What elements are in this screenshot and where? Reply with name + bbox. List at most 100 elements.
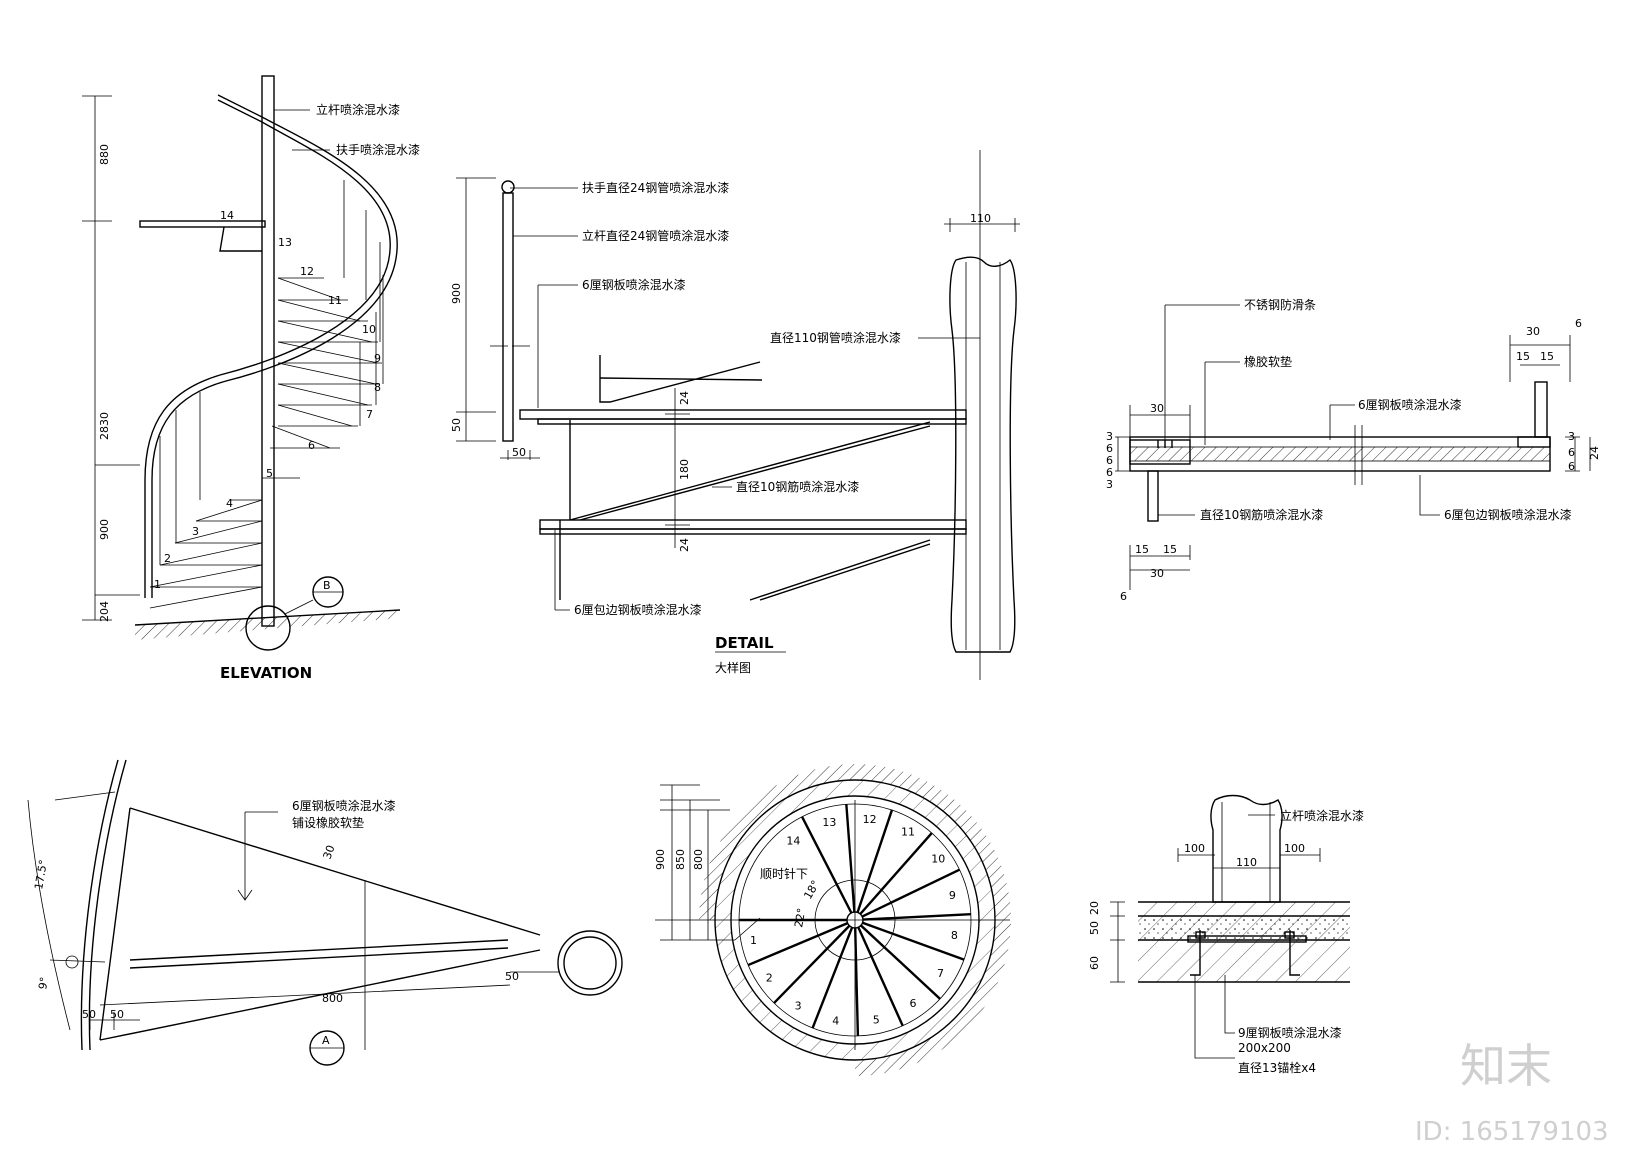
stair-plan-spoke <box>860 924 941 1000</box>
tread-dim: 6 <box>1575 317 1582 330</box>
step-number: 5 <box>266 467 273 480</box>
step-number: 2 <box>164 552 171 565</box>
stair-plan-direction-note: 顺时针下 <box>760 866 808 881</box>
tread-dim: 15 <box>1163 543 1177 556</box>
detail-title: DETAIL <box>715 634 774 652</box>
step-number: 10 <box>362 323 376 336</box>
stair-plan-step-number: 14 <box>786 834 800 847</box>
elevation-note-handrail: 扶手喷涂混水漆 <box>336 142 420 157</box>
detail-subtitle: 大样图 <box>715 660 751 675</box>
detail-dim-24-top: 24 <box>678 391 691 405</box>
step-number: 12 <box>300 265 314 278</box>
base-dim: 20 <box>1088 901 1101 915</box>
stair-plan-spoke <box>853 927 860 1036</box>
step-number: 8 <box>374 381 381 394</box>
tread-dim: 6 <box>1120 590 1127 603</box>
stair-plan-spoke <box>773 924 851 1004</box>
tread-plan-angle-17-5: 17.5° <box>32 859 50 891</box>
base-detail-labels: 立杆喷涂混水漆 9厘钢板喷涂混水漆 200x200 直径13锚栓x4 100 1… <box>1088 808 1364 1075</box>
watermark: 知末 ID: 165179103 <box>1415 1039 1609 1147</box>
elevation-note-post: 立杆喷涂混水漆 <box>316 102 400 117</box>
tread-plan-note-steel-plate: 6厘钢板喷涂混水漆 <box>292 798 396 813</box>
detail-dim-50: 50 <box>512 446 526 459</box>
tread-dim: 30 <box>1526 325 1540 338</box>
stair-plan-step-number: 7 <box>937 967 944 980</box>
section-tag-a: A <box>322 1034 330 1047</box>
base-dim: 100 <box>1284 842 1305 855</box>
stair-plan-spoke <box>845 804 856 913</box>
tread-note-steel-plate: 6厘钢板喷涂混水漆 <box>1358 397 1462 412</box>
step-number: 9 <box>374 352 381 365</box>
tread-note-anti-slip: 不锈钢防滑条 <box>1244 297 1316 312</box>
tread-dim: 30 <box>1150 567 1164 580</box>
tread-plan-dim-50: 50 <box>110 1008 124 1021</box>
tread-plan-note-rubber: 铺设橡胶软垫 <box>292 815 364 830</box>
stair-plan-angle-18: 18° <box>801 878 822 901</box>
tread-plan-dim-800: 800 <box>322 992 343 1005</box>
tread-note-rubber-pad: 橡胶软垫 <box>1244 354 1292 369</box>
base-note-post: 立杆喷涂混水漆 <box>1280 808 1364 823</box>
tread-dim: 6 <box>1106 454 1113 467</box>
tread-dim: 6 <box>1568 446 1575 459</box>
step-number: 6 <box>308 439 315 452</box>
detail-note-column: 直径110钢管喷涂混水漆 <box>770 330 901 345</box>
tread-plan-dim-50: 50 <box>82 1008 96 1021</box>
tread-dim: 24 <box>1588 446 1601 460</box>
detail-dim-900: 900 <box>450 283 463 304</box>
elevation-view <box>82 75 401 651</box>
stair-plan-step-number: 9 <box>949 889 956 902</box>
step-number: 11 <box>328 294 342 307</box>
detail-note-steel-plate: 6厘钢板喷涂混水漆 <box>582 277 686 292</box>
detail-dim-110: 110 <box>970 212 991 225</box>
detail-note-post: 立杆直径24钢管喷涂混水漆 <box>582 228 729 243</box>
elevation-title: ELEVATION <box>220 664 312 682</box>
tread-plan-view <box>27 759 623 1066</box>
stair-plan-step-number: 11 <box>901 826 915 839</box>
stair-plan-step-number: 13 <box>822 816 836 829</box>
stair-plan-spoke <box>857 926 904 1027</box>
tread-dim: 15 <box>1135 543 1149 556</box>
stair-plan-step-number: 2 <box>766 971 773 984</box>
tread-dim: 3 <box>1106 478 1113 491</box>
base-dim: 110 <box>1236 856 1257 869</box>
elevation-dim-900: 900 <box>98 519 111 540</box>
step-number: 4 <box>226 497 233 510</box>
detail-note-rebar: 直径10钢筋喷涂混水漆 <box>736 479 859 494</box>
tread-note-edge-plate: 6厘包边钢板喷涂混水漆 <box>1444 507 1572 522</box>
stair-plan-dim-850: 850 <box>674 849 687 870</box>
stair-plan-spoke <box>856 809 894 913</box>
stair-plan-spoke <box>862 921 965 961</box>
stair-plan-step-number: 5 <box>873 1013 880 1026</box>
elevation-dim-2830: 2830 <box>98 412 111 440</box>
stair-plan-spoke <box>862 913 971 921</box>
tread-dim: 3 <box>1106 430 1113 443</box>
stair-plan-spoke <box>747 922 849 967</box>
step-number: 13 <box>278 236 292 249</box>
detail-dim-24-bottom: 24 <box>678 538 691 552</box>
tread-dim: 3 <box>1568 430 1575 443</box>
tread-plan-dim-30: 30 <box>321 843 338 861</box>
tread-plan-dim-50: 50 <box>505 970 519 983</box>
base-dim: 100 <box>1184 842 1205 855</box>
elevation-dim-204: 204 <box>98 601 111 622</box>
tread-plan-angle-9: 9° <box>36 976 51 991</box>
stair-plan-step-number: 3 <box>795 1000 802 1013</box>
stair-plan-step-number: 8 <box>951 929 958 942</box>
tread-section-view <box>1115 304 1591 590</box>
stair-plan-spoke <box>811 927 854 1029</box>
step-number: 3 <box>192 525 199 538</box>
tread-dim: 6 <box>1106 442 1113 455</box>
stair-plan-spokes <box>739 804 971 1036</box>
stair-plan-step-number: 6 <box>910 997 917 1010</box>
step-number: 7 <box>366 408 373 421</box>
detail-dim-180: 180 <box>678 459 691 480</box>
stair-plan-dim-900: 900 <box>654 849 667 870</box>
base-dim: 50 <box>1088 921 1101 935</box>
stair-plan-view <box>655 764 1011 1076</box>
elevation-dim-880: 880 <box>98 144 111 165</box>
tread-dim: 6 <box>1106 466 1113 479</box>
stair-plan-step-number: 4 <box>832 1014 839 1027</box>
step-number: 1 <box>154 578 161 591</box>
